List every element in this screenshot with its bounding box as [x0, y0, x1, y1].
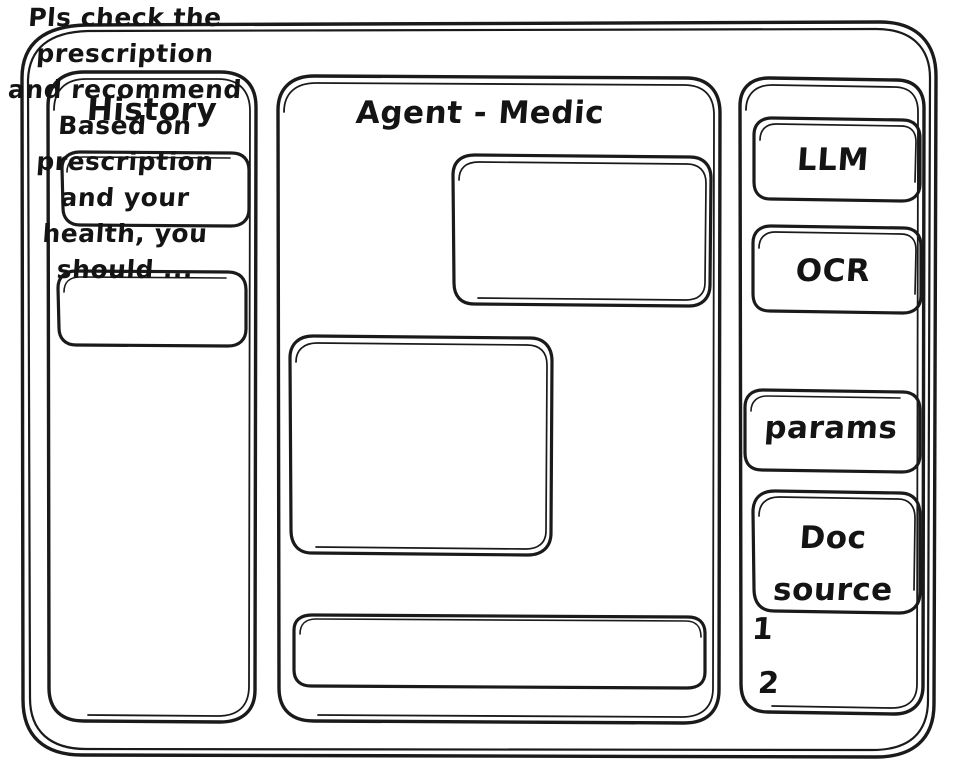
message-input[interactable]: [294, 615, 706, 689]
doc-source-button[interactable]: [753, 491, 921, 614]
llm-button[interactable]: [754, 118, 921, 202]
params-button[interactable]: [745, 390, 921, 473]
assistant-bubble-frame: [288, 334, 554, 557]
user-bubble-frame: [451, 153, 713, 308]
history-sidebar: [48, 72, 257, 723]
ocr-button[interactable]: [753, 226, 922, 314]
user-message-line-2: prescription: [35, 39, 215, 68]
doc-source-list-item-2[interactable]: 2: [756, 666, 781, 701]
page-title: Agent - Medic: [354, 95, 606, 131]
user-message-line-1: Pls check the: [27, 3, 223, 32]
doc-source-list-item-1[interactable]: 1: [750, 612, 775, 647]
